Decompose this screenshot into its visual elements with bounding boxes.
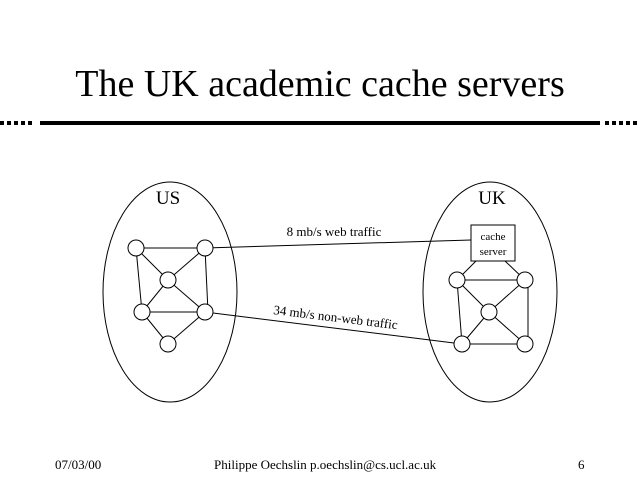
us-network-edges xyxy=(135,247,209,345)
non-web-traffic-label: 34 mb/s non-web traffic xyxy=(273,302,399,332)
us-node xyxy=(196,303,214,321)
footer-page-number: 6 xyxy=(578,457,585,472)
uk-node xyxy=(453,335,471,353)
us-node xyxy=(159,335,177,353)
us-node xyxy=(127,239,145,257)
us-region-ellipse xyxy=(102,181,238,403)
us-node xyxy=(159,271,177,289)
uk-region-label: UK xyxy=(478,188,506,209)
footer-author: Philippe Oechslin p.oechslin@cs.ucl.ac.u… xyxy=(214,457,437,472)
uk-node xyxy=(448,271,466,289)
non-web-traffic-link xyxy=(204,311,463,345)
cache-server-box xyxy=(470,224,516,262)
title-rule xyxy=(40,121,600,125)
us-node xyxy=(196,239,214,257)
title-rule-dots-left xyxy=(0,121,35,125)
uk-node xyxy=(516,271,534,289)
uk-node xyxy=(516,335,534,353)
cache-server-label-line1: cache xyxy=(480,231,505,243)
title-rule-dots-right xyxy=(605,121,640,125)
us-region-label: US xyxy=(156,188,180,209)
uk-network-edges xyxy=(456,260,529,345)
web-traffic-label: 8 mb/s web traffic xyxy=(287,224,382,239)
footer-date: 07/03/00 xyxy=(55,457,102,472)
us-node xyxy=(133,303,151,321)
slide-title: The UK academic cache servers xyxy=(75,63,565,105)
web-traffic-link xyxy=(204,239,472,249)
uk-node xyxy=(480,303,498,321)
uk-region-ellipse xyxy=(422,181,558,403)
cache-server-label-line2: server xyxy=(480,246,507,258)
